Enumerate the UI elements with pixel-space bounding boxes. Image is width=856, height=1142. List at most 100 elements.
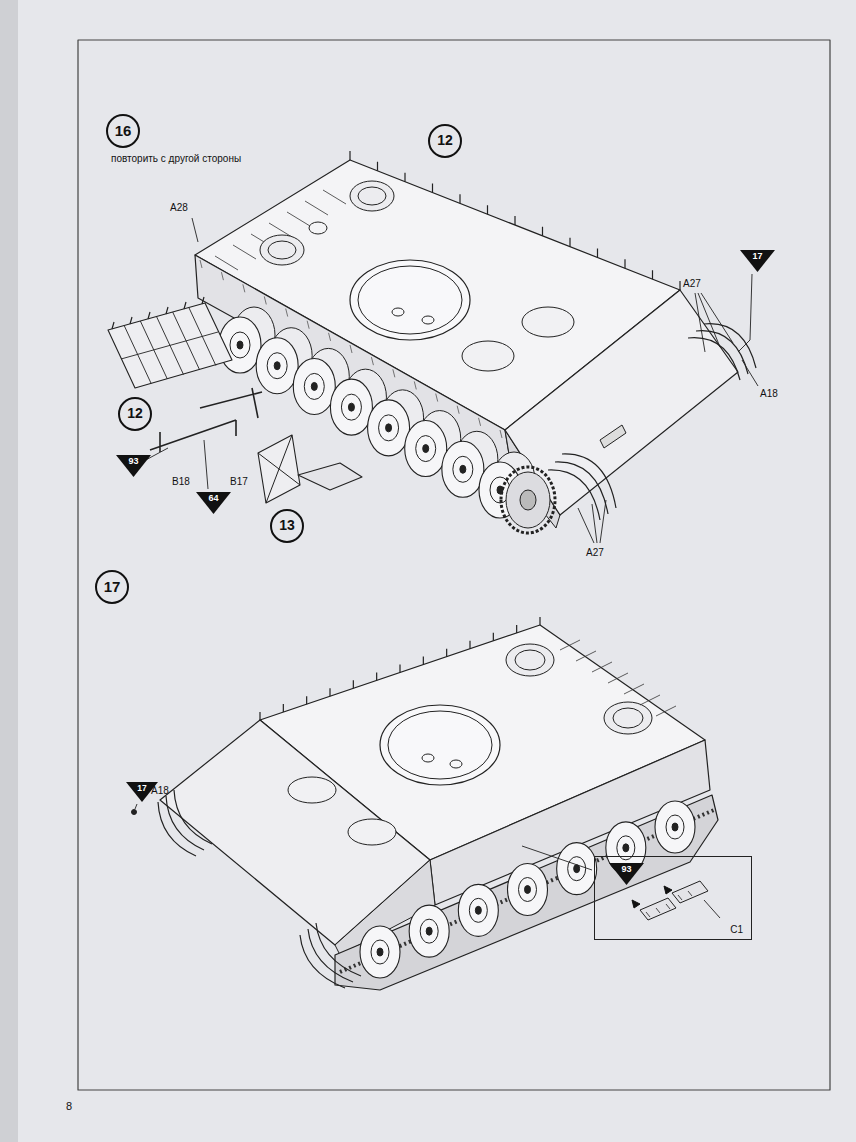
paint-code-triangle: 93 xyxy=(609,863,644,885)
ring-detail xyxy=(392,308,404,316)
page-number: 8 xyxy=(66,1100,72,1112)
instruction-note: повторить с другой стороны xyxy=(111,153,241,164)
wheel-hub xyxy=(672,823,678,831)
deck-fittings xyxy=(260,617,540,720)
fan-grille xyxy=(604,702,652,734)
antenna-mount xyxy=(132,810,137,815)
ring-detail xyxy=(422,754,434,762)
engine-grille xyxy=(215,190,346,270)
paint-code-triangle: 17 xyxy=(740,250,775,272)
link-detail xyxy=(646,891,692,917)
wheel-hub xyxy=(274,362,280,370)
paper xyxy=(18,0,856,1142)
callout-number: 64 xyxy=(196,494,231,504)
driver-hatch xyxy=(348,819,396,845)
driver-hatch xyxy=(522,307,574,337)
callout-number: 17 xyxy=(740,252,775,262)
track-link xyxy=(640,898,676,920)
fan-grille xyxy=(268,241,296,259)
leader-line xyxy=(135,804,137,809)
wheel-hub xyxy=(311,382,317,390)
road-wheel xyxy=(330,379,372,435)
sprocket xyxy=(506,472,550,528)
road-wheel xyxy=(341,394,361,420)
callout-number: 13 xyxy=(279,518,295,533)
leader-line xyxy=(578,500,606,543)
rod-parts xyxy=(150,388,262,452)
road-wheel xyxy=(267,353,287,379)
subassembly-callout: 12 xyxy=(428,124,462,158)
road-wheel xyxy=(655,801,695,853)
subassembly-callout: 13 xyxy=(270,509,304,543)
callout-number: 12 xyxy=(127,406,143,421)
track xyxy=(335,795,718,990)
callout-number: 93 xyxy=(609,865,644,875)
road-wheel xyxy=(304,373,324,399)
driver-hatch xyxy=(288,777,336,803)
turret-ring xyxy=(388,711,492,779)
step-number: 16 xyxy=(106,114,140,148)
leader-line xyxy=(522,846,592,870)
paint-code-triangle: 64 xyxy=(196,492,231,514)
road-wheel xyxy=(379,415,399,441)
leader-line xyxy=(704,900,720,918)
road-wheel xyxy=(256,338,298,394)
callout-number: 16 xyxy=(115,123,132,140)
leader-line xyxy=(204,440,208,489)
triangle-fill xyxy=(609,863,644,885)
wheel-hub xyxy=(525,886,531,894)
road-wheel xyxy=(453,456,473,482)
fan-grille xyxy=(506,644,554,676)
road-wheel xyxy=(360,926,400,978)
road-wheel xyxy=(469,898,487,922)
fan-grille xyxy=(358,187,386,205)
driver-hatch xyxy=(462,341,514,371)
wheel-hub xyxy=(460,465,466,473)
triangle-fill xyxy=(116,455,151,477)
fan-grille xyxy=(350,181,394,211)
road-wheel xyxy=(420,919,438,943)
callout-number: 17 xyxy=(104,579,121,596)
road-wheel xyxy=(405,421,447,477)
step-number: 17 xyxy=(95,570,129,604)
wheel-hub xyxy=(475,906,481,914)
leader-line xyxy=(738,274,752,352)
road-wheel xyxy=(409,905,449,957)
paint-code-triangle: 93 xyxy=(116,455,151,477)
fan-grille xyxy=(613,708,643,728)
wheel-hub xyxy=(377,948,383,956)
road-wheel xyxy=(508,864,548,916)
triangle-fill xyxy=(740,250,775,272)
callout-number: 93 xyxy=(116,457,151,467)
part-number: B17 xyxy=(230,476,248,487)
leader-line xyxy=(695,293,733,352)
road-wheel xyxy=(458,884,498,936)
side-fittings xyxy=(200,260,502,438)
subassembly-callout: 12 xyxy=(118,397,152,431)
fan-grille xyxy=(260,235,304,265)
road-wheel xyxy=(416,436,436,462)
part-number: A18 xyxy=(151,785,169,796)
road-wheel xyxy=(557,843,597,895)
callout-number: 12 xyxy=(437,133,453,148)
track-pins xyxy=(112,297,204,329)
fender xyxy=(300,923,361,988)
page-frame xyxy=(78,40,830,1090)
fan-grille xyxy=(515,650,545,670)
track-link xyxy=(672,881,708,903)
assembly-arrow xyxy=(632,886,672,908)
sprocket xyxy=(501,467,555,533)
engine-grille xyxy=(560,640,676,716)
fender xyxy=(688,324,756,380)
part-number: A28 xyxy=(170,202,188,213)
part-number: B18 xyxy=(172,476,190,487)
wheel-hub xyxy=(423,445,429,453)
wheel-hub xyxy=(386,424,392,432)
deck-fittings xyxy=(350,151,680,290)
road-wheel xyxy=(666,815,684,839)
road-wheel xyxy=(442,441,484,497)
detail-inset: C193 xyxy=(594,856,752,940)
turret-ring xyxy=(380,705,500,785)
suspension-part xyxy=(258,435,300,503)
